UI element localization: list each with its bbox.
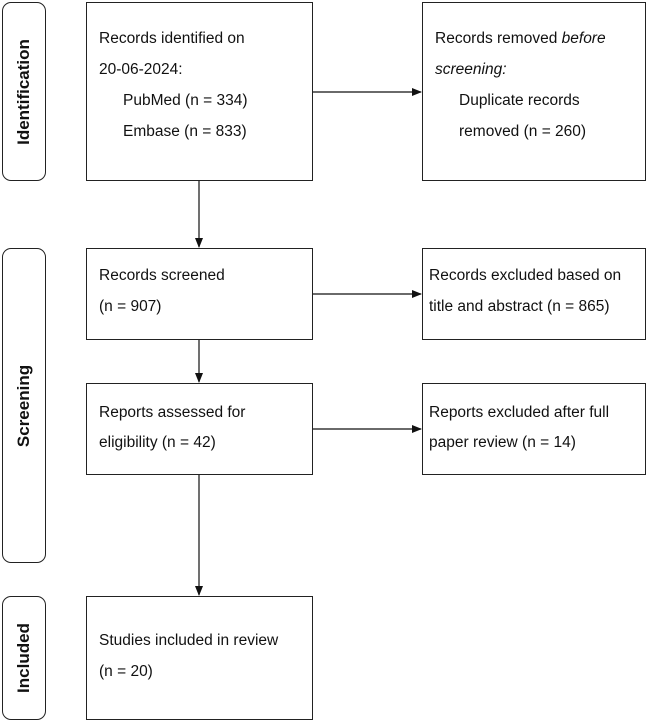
- identified-embase: Embase (n = 833): [123, 123, 247, 140]
- identified-line1: Records identified on: [99, 30, 245, 47]
- removed-line3: Duplicate records: [459, 92, 580, 109]
- identified-pubmed: PubMed (n = 334): [123, 92, 248, 109]
- records-excluded-title-box: Records excluded based on title and abst…: [422, 248, 646, 340]
- stage-identification: Identification: [2, 2, 46, 181]
- records-removed-box: Records removed before screening: Duplic…: [422, 2, 646, 181]
- included-line2: (n = 20): [99, 663, 153, 680]
- removed-line1: Records removed before: [435, 30, 606, 48]
- identified-line2: 20-06-2024:: [99, 61, 183, 78]
- excluded-full-line1: Reports excluded after full: [429, 404, 610, 421]
- assessed-line2: eligibility (n = 42): [99, 434, 216, 451]
- records-screened-box: Records screened (n = 907): [86, 248, 313, 340]
- removed-line2: screening:: [435, 61, 507, 78]
- excluded-title-line1: Records excluded based on: [429, 267, 622, 284]
- stage-screening: Screening: [2, 248, 46, 563]
- removed-line4: removed (n = 260): [459, 123, 587, 140]
- studies-included-box: Studies included in review (n = 20): [86, 596, 313, 720]
- screened-line2: (n = 907): [99, 298, 162, 315]
- records-identified-box: Records identified on 20-06-2024: PubMed…: [86, 2, 313, 181]
- removed-line1-italic: before: [561, 30, 606, 47]
- reports-excluded-full-box: Reports excluded after full paper review…: [422, 383, 646, 475]
- removed-line1-text: Records removed: [435, 30, 562, 47]
- screened-line1: Records screened: [99, 267, 225, 284]
- excluded-full-line2: paper review (n = 14): [429, 434, 576, 451]
- assessed-line1: Reports assessed for: [99, 404, 246, 421]
- stage-included: Included: [2, 596, 46, 720]
- included-line1: Studies included in review: [99, 632, 279, 649]
- excluded-title-line2: title and abstract (n = 865): [429, 298, 610, 315]
- reports-assessed-box: Reports assessed for eligibility (n = 42…: [86, 383, 313, 475]
